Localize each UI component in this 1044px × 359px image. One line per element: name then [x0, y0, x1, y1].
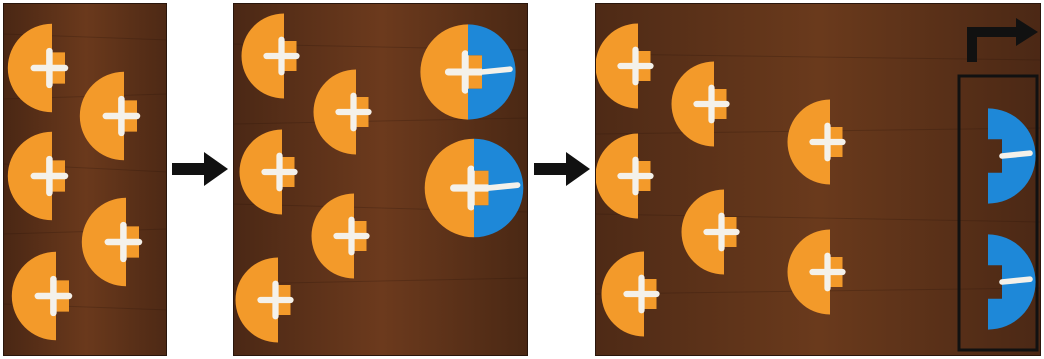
photo-panel-1: [3, 3, 167, 356]
turn-right-arrow-icon: [967, 18, 1038, 62]
panel-2-photo: [234, 4, 527, 355]
right-arrow-icon: [534, 152, 590, 186]
panel-3-photo: [596, 4, 1040, 355]
panel-1-photo: [4, 4, 166, 355]
combined-piece: [420, 24, 515, 119]
photo-panel-2: [233, 3, 528, 356]
highlight-frame: [957, 74, 1039, 352]
combined-piece: [425, 139, 524, 238]
photo-panel-3: [595, 3, 1041, 356]
right-arrow-icon: [172, 152, 228, 186]
